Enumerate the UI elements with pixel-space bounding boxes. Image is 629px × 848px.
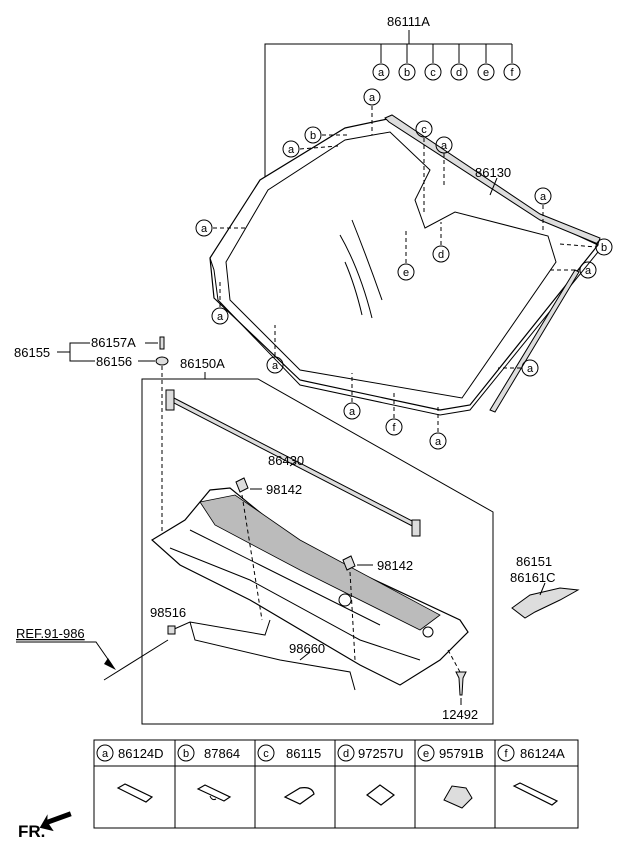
label-86111A: 86111A bbox=[387, 14, 430, 29]
callout-a: a bbox=[217, 311, 224, 323]
part-image-e bbox=[443, 785, 473, 809]
callout-d: d bbox=[438, 249, 444, 261]
label-98516: 98516 bbox=[150, 605, 186, 620]
callout-f: f bbox=[392, 422, 396, 434]
callout-a: a bbox=[441, 140, 448, 152]
part-image-d bbox=[365, 784, 396, 806]
reference-leader bbox=[16, 639, 169, 681]
label-86155: 86155 bbox=[14, 345, 50, 360]
table-part-86124A: 86124A bbox=[520, 746, 565, 761]
table-part-95791B: 95791B bbox=[439, 746, 484, 761]
assembly-letter-row: a b c d e f bbox=[372, 63, 521, 81]
callout-leaders bbox=[213, 106, 597, 432]
part-image-b bbox=[196, 784, 232, 802]
clip-98142 bbox=[235, 477, 373, 661]
label-98660: 98660 bbox=[289, 641, 325, 656]
reference-link[interactable]: REF.91-986 bbox=[16, 626, 85, 641]
table-part-86115: 86115 bbox=[286, 746, 321, 761]
callout-a: a bbox=[272, 360, 279, 372]
windshield-callouts: a b a c a a a b a e d a a a a f a bbox=[195, 88, 613, 450]
callout-b: b bbox=[310, 130, 316, 142]
label-86130: 86130 bbox=[475, 165, 511, 180]
washer-hose bbox=[167, 619, 356, 691]
label-86151: 86151 bbox=[516, 554, 552, 569]
callout-a: a bbox=[527, 363, 534, 375]
label-86157A: 86157A bbox=[91, 335, 136, 350]
cowl-assembly-box bbox=[141, 372, 494, 725]
table-letter-d: d bbox=[343, 748, 349, 760]
table-letter-b: b bbox=[183, 748, 189, 760]
callout-b: b bbox=[404, 67, 410, 79]
weatherstrip-seal bbox=[165, 389, 421, 537]
callout-b: b bbox=[601, 242, 607, 254]
label-98142: 98142 bbox=[377, 558, 413, 573]
table-letter-c: c bbox=[263, 748, 269, 760]
callout-c: c bbox=[421, 124, 427, 136]
table-part-97257U: 97257U bbox=[358, 746, 404, 761]
table-letter-f: f bbox=[504, 748, 508, 760]
callout-a: a bbox=[349, 406, 356, 418]
callout-a: a bbox=[378, 67, 385, 79]
label-98142: 98142 bbox=[266, 482, 302, 497]
part-image-f bbox=[512, 782, 559, 806]
label-12492: 12492 bbox=[442, 707, 478, 722]
parts-table: a 86124D b 87864 c 86115 d 97257U e 9579… bbox=[93, 739, 579, 829]
callout-a: a bbox=[585, 265, 592, 277]
screw-12492 bbox=[447, 649, 467, 705]
table-letter-e: e bbox=[423, 748, 429, 760]
assembly-bracket bbox=[264, 30, 513, 228]
callout-a: a bbox=[540, 191, 547, 203]
callout-e: e bbox=[403, 267, 409, 279]
table-part-86124D: 86124D bbox=[118, 746, 164, 761]
callout-f: f bbox=[510, 67, 514, 79]
front-label: FR. bbox=[18, 822, 45, 841]
table-part-87864: 87864 bbox=[204, 746, 240, 761]
cowl-side-cover bbox=[511, 582, 580, 619]
part-image-c bbox=[283, 787, 315, 805]
callout-a: a bbox=[201, 223, 208, 235]
label-86430: 86430 bbox=[268, 453, 304, 468]
table-letter-a: a bbox=[102, 748, 109, 760]
callout-d: d bbox=[456, 67, 462, 79]
part-image-a bbox=[116, 783, 154, 803]
callout-a: a bbox=[369, 92, 376, 104]
callout-a: a bbox=[288, 144, 295, 156]
label-86150A: 86150A bbox=[180, 356, 225, 371]
callout-a: a bbox=[435, 436, 442, 448]
label-86156: 86156 bbox=[96, 354, 132, 369]
callout-e: e bbox=[483, 67, 489, 79]
callout-c: c bbox=[430, 67, 436, 79]
label-86161C: 86161C bbox=[510, 570, 556, 585]
cowl-panel bbox=[150, 487, 469, 686]
bolt-set-bracket bbox=[57, 336, 169, 540]
front-direction-arrow-icon bbox=[39, 811, 72, 832]
